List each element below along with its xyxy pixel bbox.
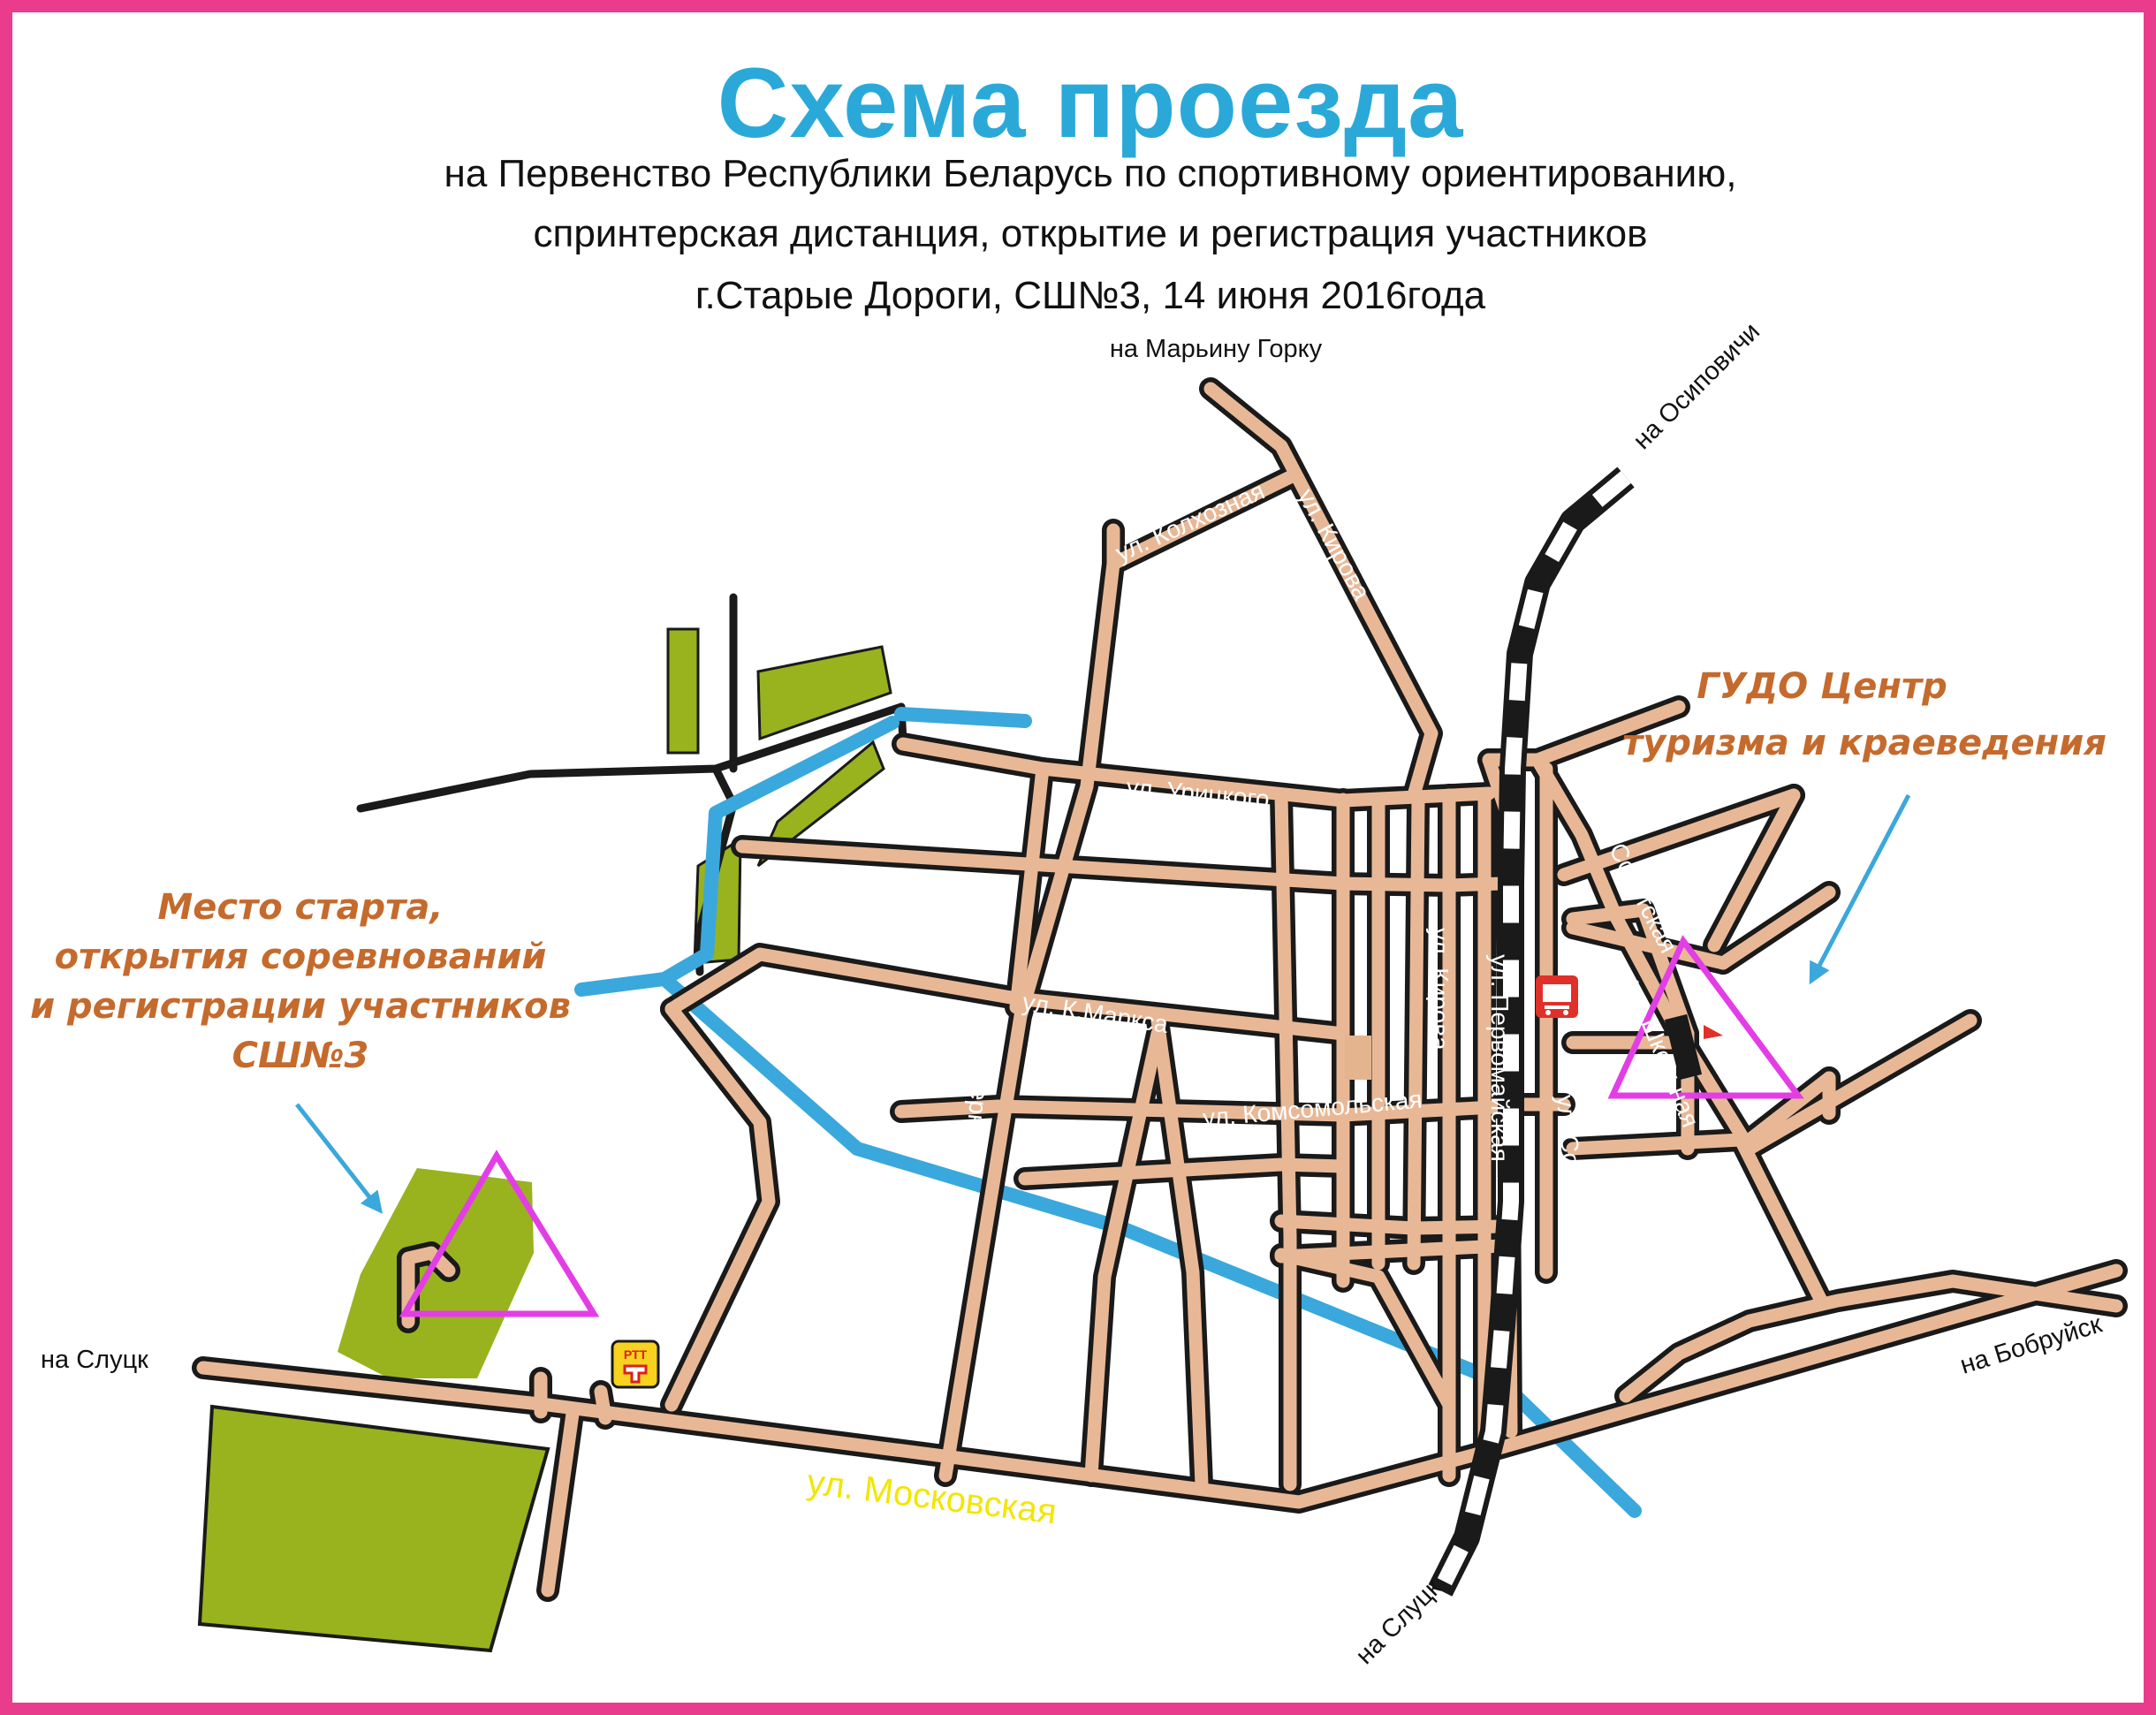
entrance-flag-icon — [1704, 1025, 1723, 1039]
park-area-strip-2 — [756, 645, 892, 741]
direction-label-maryina-gorka: на Марьину Горку — [1110, 335, 1323, 363]
post-office-label: РТТ — [624, 1347, 648, 1362]
railway — [1428, 467, 1635, 1597]
direction-label-slutsk-south: на Слуцк — [1350, 1574, 1446, 1670]
post-office-icon: РТТ — [611, 1339, 660, 1389]
start-marker-icon — [399, 1150, 600, 1317]
start-note-line-3: и регистрации участников — [30, 986, 571, 1027]
center-note-line-2: туризма и краеведения — [1622, 723, 2107, 763]
street-label-kolkhoznaya: ул. Колхозная — [1112, 477, 1269, 567]
street-label-kirova-north: ул. Кирова — [1293, 484, 1376, 605]
street-label-sovetskaya-north: ул. Советская — [1552, 1094, 1593, 1255]
direction-label-osipovichi: на Осиповичи — [1628, 317, 1765, 455]
start-pointer-arrow-icon — [295, 1103, 383, 1214]
start-note-line-2: открытия соревнований — [55, 937, 547, 977]
building-block — [1345, 1036, 1371, 1080]
direction-label-slutsk-west: на Слуцк — [41, 1346, 148, 1374]
park-area-strip-1 — [666, 627, 700, 755]
start-note-line-1: Место старта, — [157, 887, 443, 928]
tourism-center-marker-icon — [1607, 935, 1804, 1099]
center-note-line-1: ГУДО Центр — [1697, 666, 1947, 707]
start-location-note: Место старта, открытия соревнований и ре… — [30, 887, 571, 1076]
subtitle-line-2: спринтерская дистанция, открытие и регис… — [533, 212, 1648, 255]
tourism-center-note: ГУДО Центр туризма и краеведения — [1622, 666, 2107, 763]
subtitle-line-1: на Первенство Республики Беларусь по спо… — [444, 152, 1737, 195]
center-pointer-arrow-icon — [1809, 793, 1911, 985]
subtitle-line-3: г.Старые Дороги, СШ№3, 14 июня 2016года — [695, 274, 1486, 317]
start-note-line-4: СШ№3 — [232, 1036, 369, 1076]
map-title: Схема проезда — [717, 48, 1464, 158]
street-label-kirova: ул. Кирова — [1426, 928, 1454, 1051]
railway-station-icon — [1536, 975, 1578, 1018]
street-label-pervomaiskaya: ул. Первомайская — [1486, 954, 1514, 1162]
road-network — [192, 377, 2128, 1602]
park-area-south — [197, 1404, 550, 1653]
tourism-center-building — [1664, 1013, 1703, 1081]
